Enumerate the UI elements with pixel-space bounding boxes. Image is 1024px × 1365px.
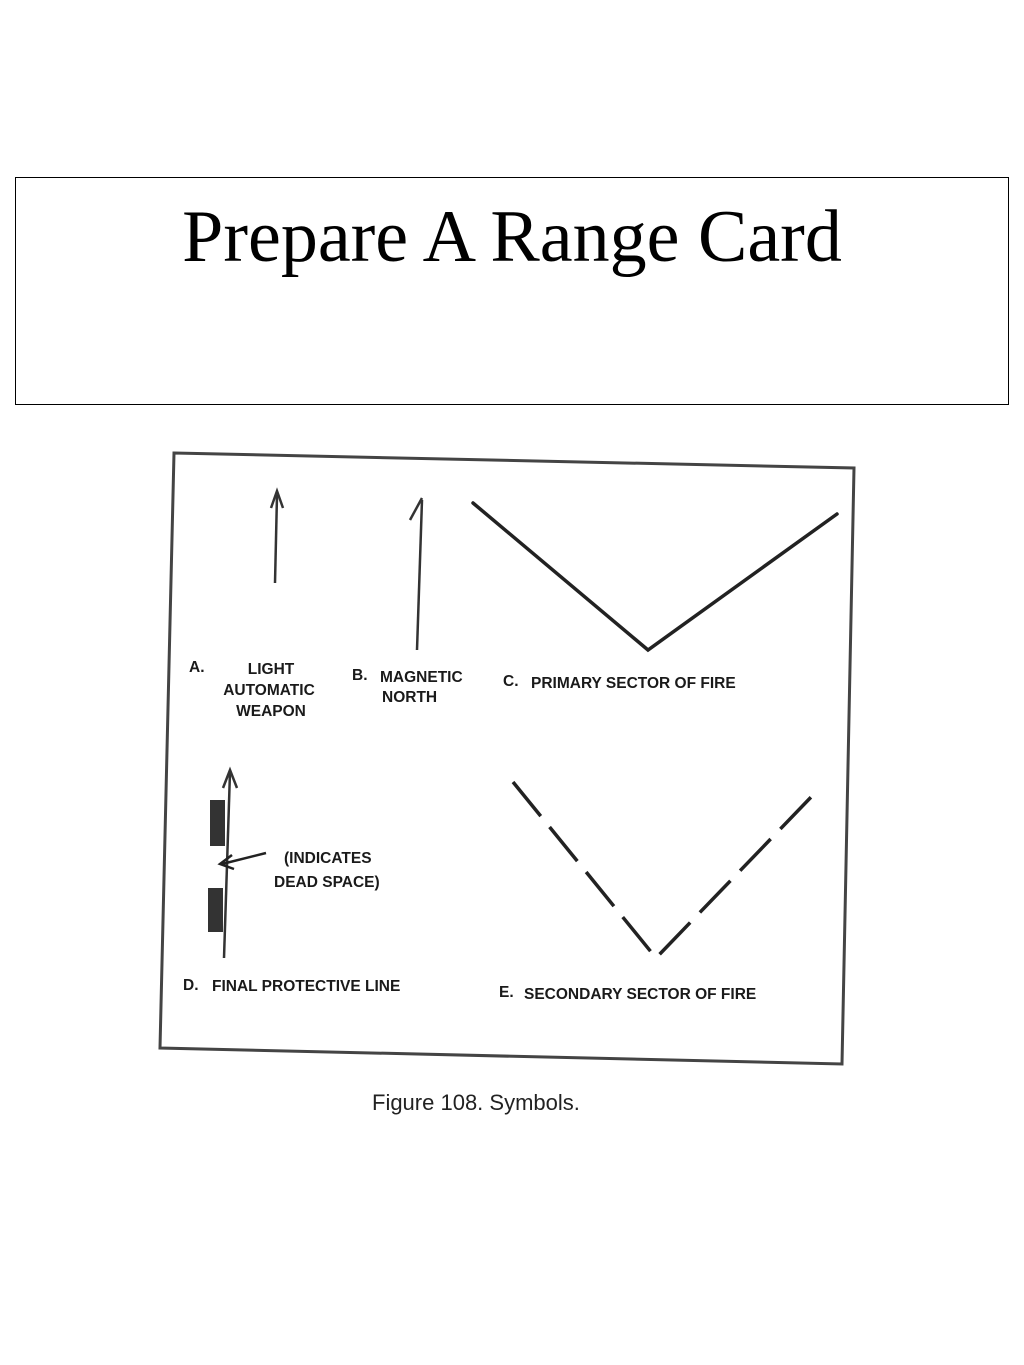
label-dead-space: (INDICATES DEAD SPACE) — [274, 850, 380, 891]
label-c: C. PRIMARY SECTOR OF FIRE — [503, 673, 736, 692]
final-protective-line-symbol — [208, 766, 267, 959]
svg-text:PRIMARY SECTOR OF FIRE: PRIMARY SECTOR OF FIRE — [531, 675, 736, 692]
svg-text:LIGHT: LIGHT — [248, 661, 295, 678]
label-a: A. LIGHT AUTOMATIC WEAPON — [189, 659, 315, 720]
light-automatic-weapon-symbol — [269, 487, 285, 584]
svg-text:C.: C. — [503, 673, 519, 690]
figure-frame — [158, 451, 856, 1066]
dead-space-pointer — [221, 851, 267, 866]
svg-text:DEAD SPACE): DEAD SPACE) — [274, 874, 380, 891]
svg-text:NORTH: NORTH — [382, 689, 437, 706]
svg-text:FINAL PROTECTIVE LINE: FINAL PROTECTIVE LINE — [212, 978, 400, 995]
svg-text:MAGNETIC: MAGNETIC — [380, 669, 463, 686]
svg-text:D.: D. — [183, 977, 199, 994]
label-e: E. SECONDARY SECTOR OF FIRE — [499, 984, 756, 1003]
title-box: Prepare A Range Card — [15, 177, 1009, 405]
label-d: D. FINAL PROTECTIVE LINE — [183, 977, 400, 995]
slide-title: Prepare A Range Card — [182, 196, 842, 278]
svg-text:(INDICATES: (INDICATES — [284, 850, 372, 867]
svg-text:AUTOMATIC: AUTOMATIC — [223, 682, 315, 699]
magnetic-north-symbol — [408, 497, 424, 651]
figure-caption: Figure 108. Symbols. — [372, 1090, 580, 1115]
svg-text:A.: A. — [189, 659, 205, 676]
svg-text:WEAPON: WEAPON — [236, 703, 306, 720]
svg-text:B.: B. — [352, 667, 368, 684]
label-b: B. MAGNETIC NORTH — [352, 667, 463, 706]
secondary-sector-symbol — [511, 780, 817, 961]
svg-text:E.: E. — [499, 984, 514, 1001]
primary-sector-symbol — [471, 501, 839, 653]
svg-text:SECONDARY SECTOR OF FIRE: SECONDARY SECTOR OF FIRE — [524, 986, 756, 1003]
